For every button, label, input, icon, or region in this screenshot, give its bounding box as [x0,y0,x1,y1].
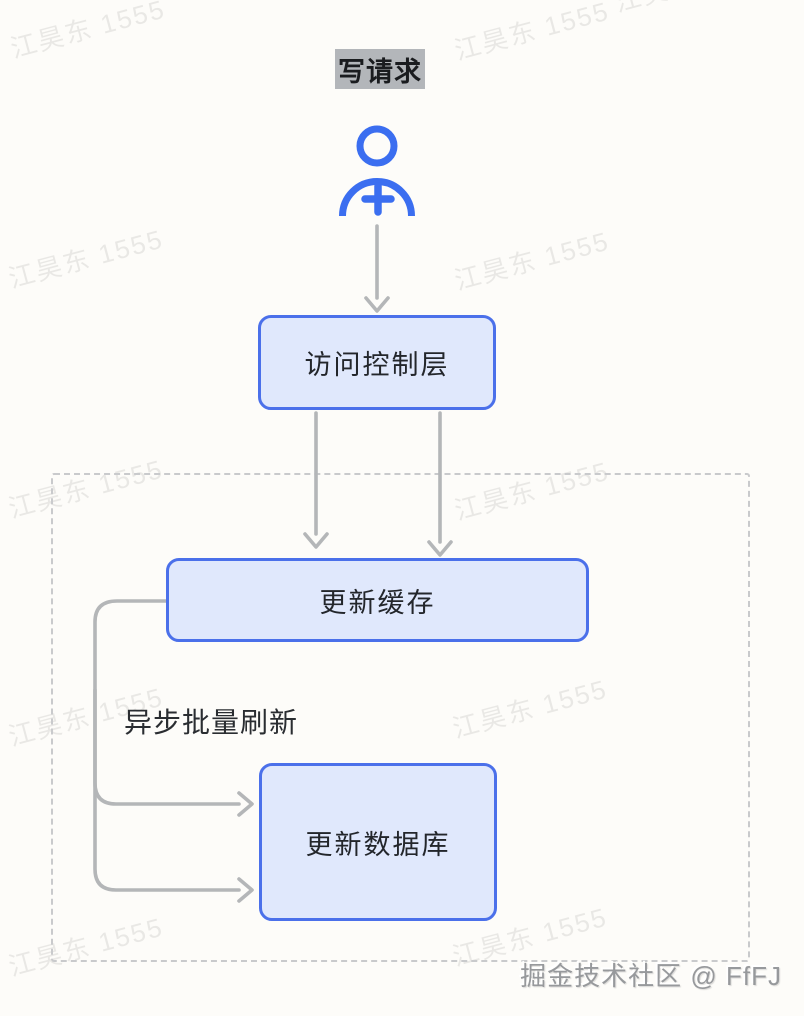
attribution-watermark: 掘金技术社区 @ FfFJ [520,961,782,991]
edge-label-async-batch-refresh: 异步批量刷新 [124,707,299,738]
node-access-control: 访问控制层 [258,315,496,410]
node-label: 访问控制层 [304,350,450,380]
page-title: 写请求 [335,49,425,89]
arrowhead-right-icon [237,877,254,903]
async-group-container [51,473,750,962]
node-label: 更新数据库 [305,829,451,860]
arrowhead-down-icon [427,540,453,557]
user-add-icon [339,125,415,217]
arrowhead-down-icon [364,296,390,313]
arrowhead-right-icon [237,791,254,817]
node-update-cache: 更新缓存 [166,558,589,642]
arrow-cache-to-db-2 [93,688,241,892]
arrowhead-down-icon [303,532,329,549]
node-label: 更新缓存 [319,587,436,618]
node-update-database: 更新数据库 [259,763,497,921]
